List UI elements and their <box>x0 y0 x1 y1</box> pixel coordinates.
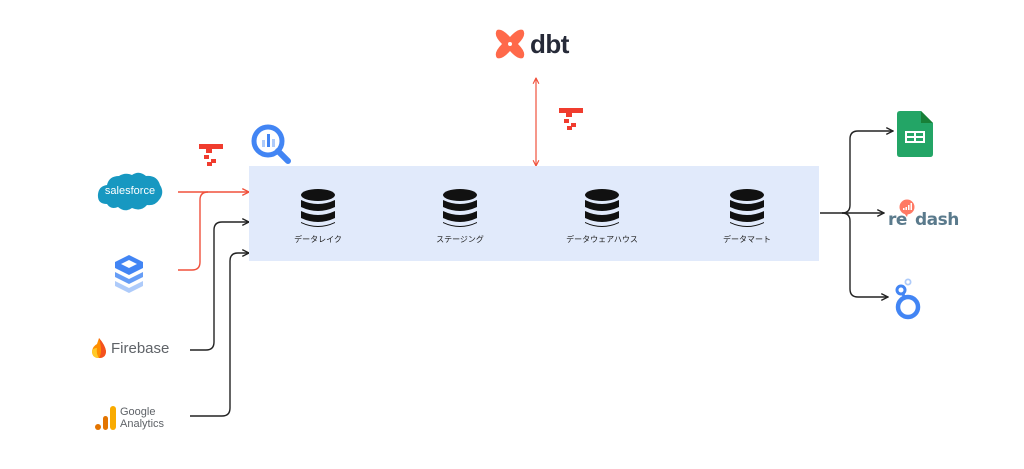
source-salesforce[interactable]: salesforce <box>95 168 165 214</box>
firebase-icon <box>92 338 106 358</box>
connector-analytics-to-panel <box>190 253 249 417</box>
stage-label: データレイク <box>294 235 342 244</box>
connector-to-looker <box>841 212 888 297</box>
stage-label: ステージング <box>436 235 484 244</box>
google-analytics-icon <box>95 406 116 430</box>
database-icon <box>301 189 335 227</box>
redash-label-dash: dash <box>915 210 959 230</box>
connector-to-sheets <box>841 131 893 214</box>
stage-label: データマート <box>723 235 771 244</box>
source-firebase[interactable]: Firebase <box>91 337 169 359</box>
trocco-icon <box>559 108 583 130</box>
pipeline-panel: データレイク ステージング データウェアハウス データマート <box>249 166 819 261</box>
dbt-label: dbt <box>530 28 569 59</box>
stage-data-mart[interactable]: データマート <box>692 188 802 245</box>
trocco-icon <box>199 144 223 166</box>
firebase-label: Firebase <box>111 339 170 357</box>
dbt-logo: dbt <box>493 28 569 60</box>
database-icon <box>730 189 764 227</box>
redash-label-re: re <box>888 210 907 230</box>
google-analytics-label-line1: Google <box>120 406 156 418</box>
stage-staging[interactable]: ステージング <box>405 188 515 245</box>
cloud-datastore-icon <box>115 255 143 293</box>
stage-data-lake[interactable]: データレイク <box>263 188 373 245</box>
stage-data-warehouse[interactable]: データウェアハウス <box>547 188 657 245</box>
google-analytics-label-line2: Analytics <box>120 418 165 430</box>
redash-icon <box>899 199 915 217</box>
dbt-logo-icon <box>495 29 525 59</box>
salesforce-icon <box>97 172 163 211</box>
database-icon <box>443 189 477 227</box>
database-icon <box>585 189 619 227</box>
salesforce-label: salesforce <box>104 185 156 197</box>
stage-label: データウェアハウス <box>566 235 638 244</box>
destination-redash[interactable]: re dash <box>888 199 959 231</box>
source-google-analytics[interactable]: Google Analytics <box>95 404 164 430</box>
bigquery-icon <box>251 124 291 164</box>
connector-firebase-to-panel <box>190 222 249 351</box>
google-sheets-icon <box>897 111 933 157</box>
connector-datastore-to-lake <box>178 191 209 271</box>
looker-studio-icon <box>895 278 921 320</box>
